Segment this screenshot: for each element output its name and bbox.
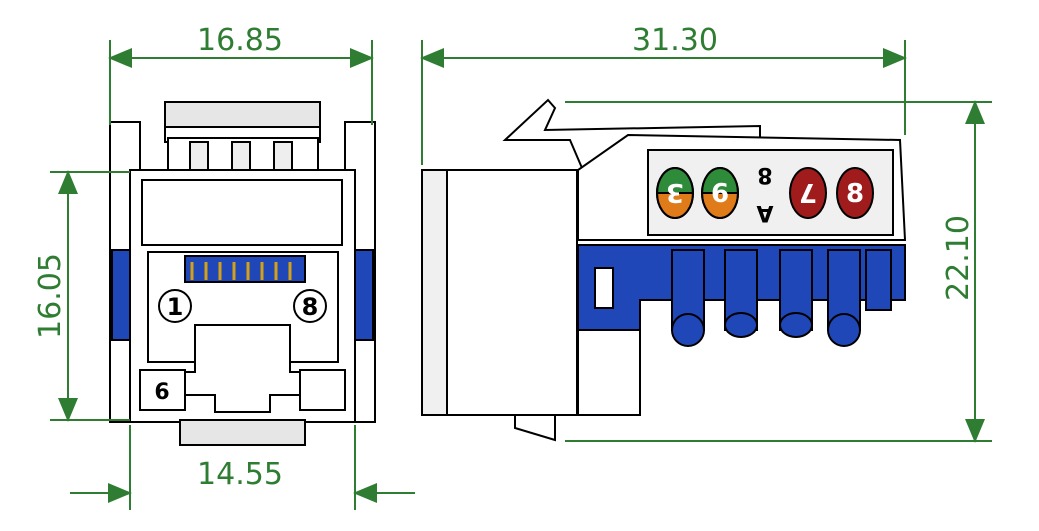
dim-16-85: 16.85 (197, 23, 283, 58)
dimension-lines (50, 40, 992, 510)
pin-right-label: 8 (302, 293, 319, 321)
color-pin-label-8: 8 (846, 179, 864, 209)
side-color-pins (655, 167, 874, 219)
dim-31-30: 31.30 (632, 23, 718, 58)
dim-14-55: 14.55 (197, 457, 283, 492)
center-mark-a: A (756, 200, 773, 225)
bottom-tab-left (139, 369, 186, 411)
pin-8-marker (293, 289, 327, 323)
color-pin-label-3: 3 (666, 177, 684, 207)
color-pin-label-6: 6 (711, 179, 729, 209)
color-pin-8 (836, 167, 874, 219)
pin-left-label: 1 (167, 293, 184, 321)
side-view (421, 98, 907, 442)
front-base (179, 419, 306, 446)
dim-22-10: 22.10 (941, 215, 976, 301)
dim-16-05: 16.05 (33, 253, 68, 339)
center-mark-b: 8 (757, 162, 772, 187)
bottom-tab-right (299, 369, 346, 411)
color-pin-label-7: 7 (799, 177, 817, 207)
color-pin-7 (789, 167, 827, 219)
bottom-tab-label: 6 (154, 380, 169, 405)
pin-1-marker (158, 289, 192, 323)
color-pin-3 (655, 167, 695, 219)
front-view (109, 101, 376, 446)
color-pin-6 (700, 167, 740, 219)
